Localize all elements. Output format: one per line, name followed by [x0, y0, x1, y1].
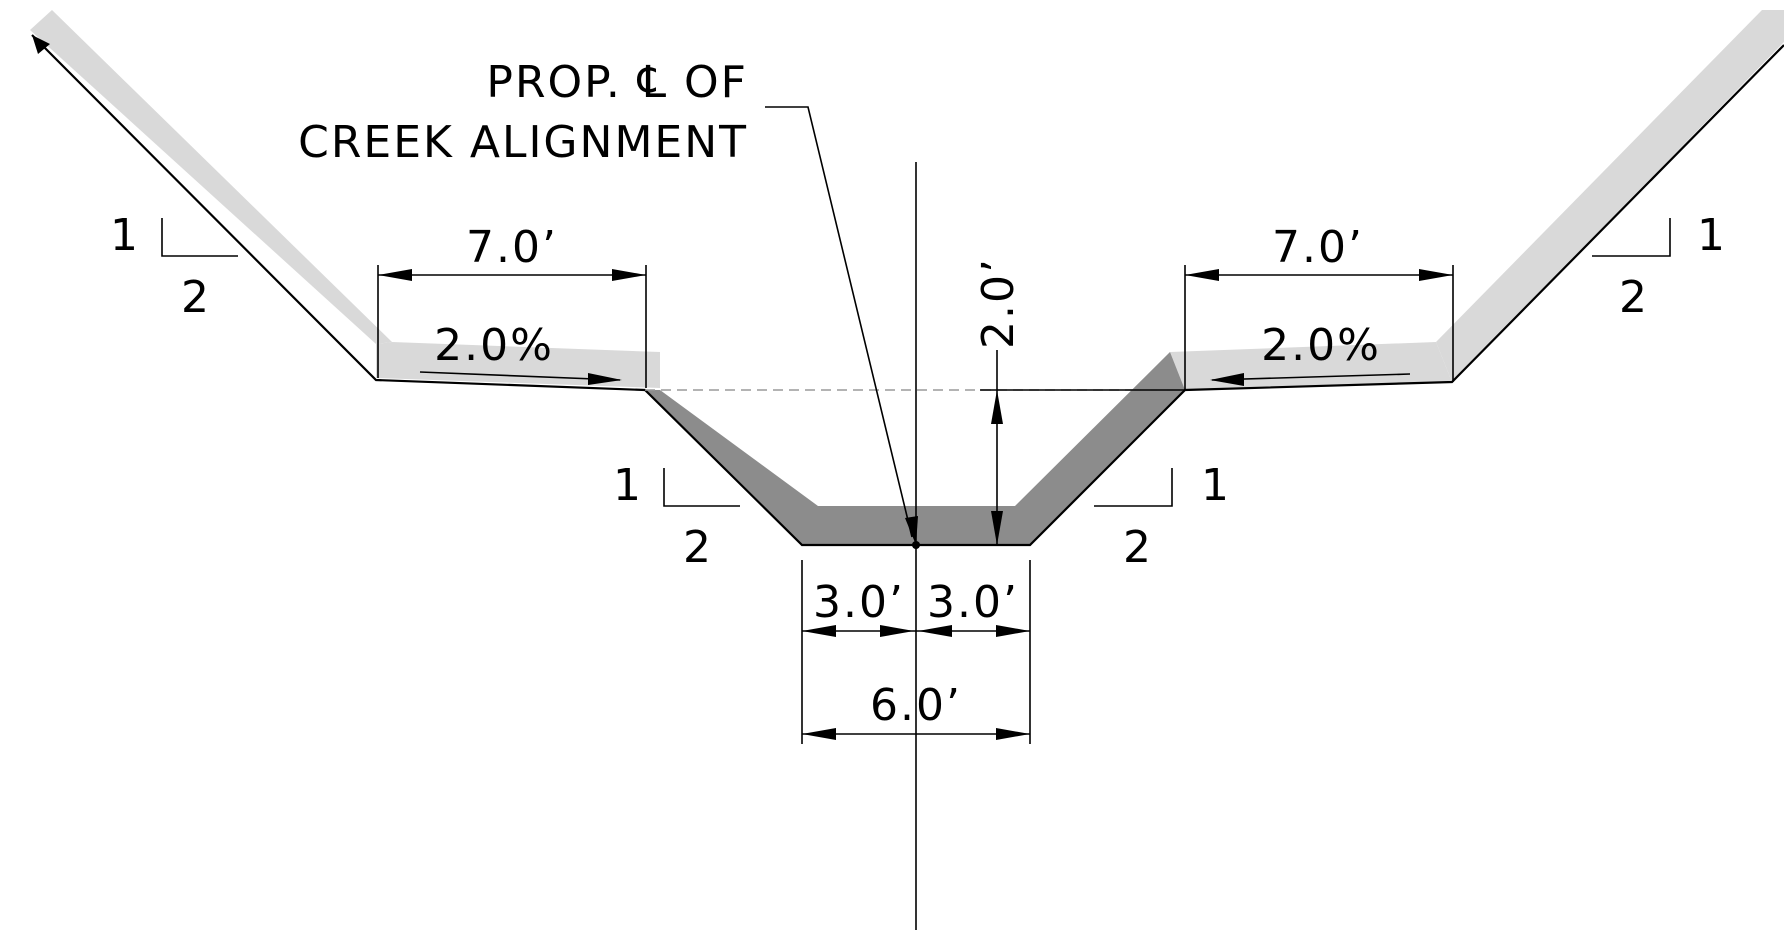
slope-arrowhead [1210, 373, 1244, 386]
slope-arrow-left-bench [419, 371, 621, 381]
dim-arrow [996, 625, 1030, 637]
callout-line-1: PROP. ℄ OF [486, 57, 748, 108]
callout-line-2: CREEK ALIGNMENT [298, 117, 748, 168]
callout-leader [765, 106, 913, 538]
dim-arrow [802, 728, 836, 740]
dim-arrow [378, 269, 412, 281]
svg-text:1: 1 [110, 210, 140, 261]
dim-arrow [880, 625, 914, 637]
bench-left-width-label: 7.0’ [466, 222, 558, 273]
bottom-width-label: 6.0’ [870, 680, 962, 731]
dim-arrow [991, 390, 1003, 424]
dim-arrow [1419, 269, 1453, 281]
dim-arrow [612, 269, 646, 281]
left-end-arrow [32, 35, 50, 54]
slope-symbol-lower-left: 1 2 [613, 460, 740, 573]
svg-text:2: 2 [181, 272, 211, 323]
dim-arrow [991, 511, 1003, 545]
dim-arrow [996, 728, 1030, 740]
svg-text:2: 2 [1123, 522, 1153, 573]
bench-right-width-label: 7.0’ [1272, 222, 1364, 273]
slope-symbol-upper-left: 1 2 [110, 210, 238, 323]
depth-label: 2.0’ [973, 257, 1024, 349]
svg-text:1: 1 [1201, 460, 1231, 511]
slope-arrowhead [588, 373, 622, 385]
svg-text:1: 1 [613, 460, 643, 511]
half-bottom-right-label: 3.0’ [927, 577, 1019, 628]
bench-left-slope-label: 2.0% [434, 320, 554, 371]
svg-text:2: 2 [683, 522, 713, 573]
left-upper-slope-fill [30, 10, 392, 344]
callout-arrowhead [905, 516, 918, 545]
bench-right-slope-label: 2.0% [1261, 320, 1381, 371]
slope-symbol-upper-right: 1 2 [1592, 210, 1727, 323]
right-upper-slope-fill [1436, 10, 1784, 382]
slope-arrow-right-bench [1211, 373, 1411, 381]
dim-arrow [802, 625, 836, 637]
svg-text:1: 1 [1697, 210, 1727, 261]
dim-arrow [1185, 269, 1219, 281]
half-bottom-left-label: 3.0’ [813, 577, 905, 628]
lower-channel-fill [645, 352, 1185, 545]
dim-arrow [918, 625, 952, 637]
svg-text:2: 2 [1619, 272, 1649, 323]
slope-symbol-lower-right: 1 2 [1094, 460, 1231, 573]
